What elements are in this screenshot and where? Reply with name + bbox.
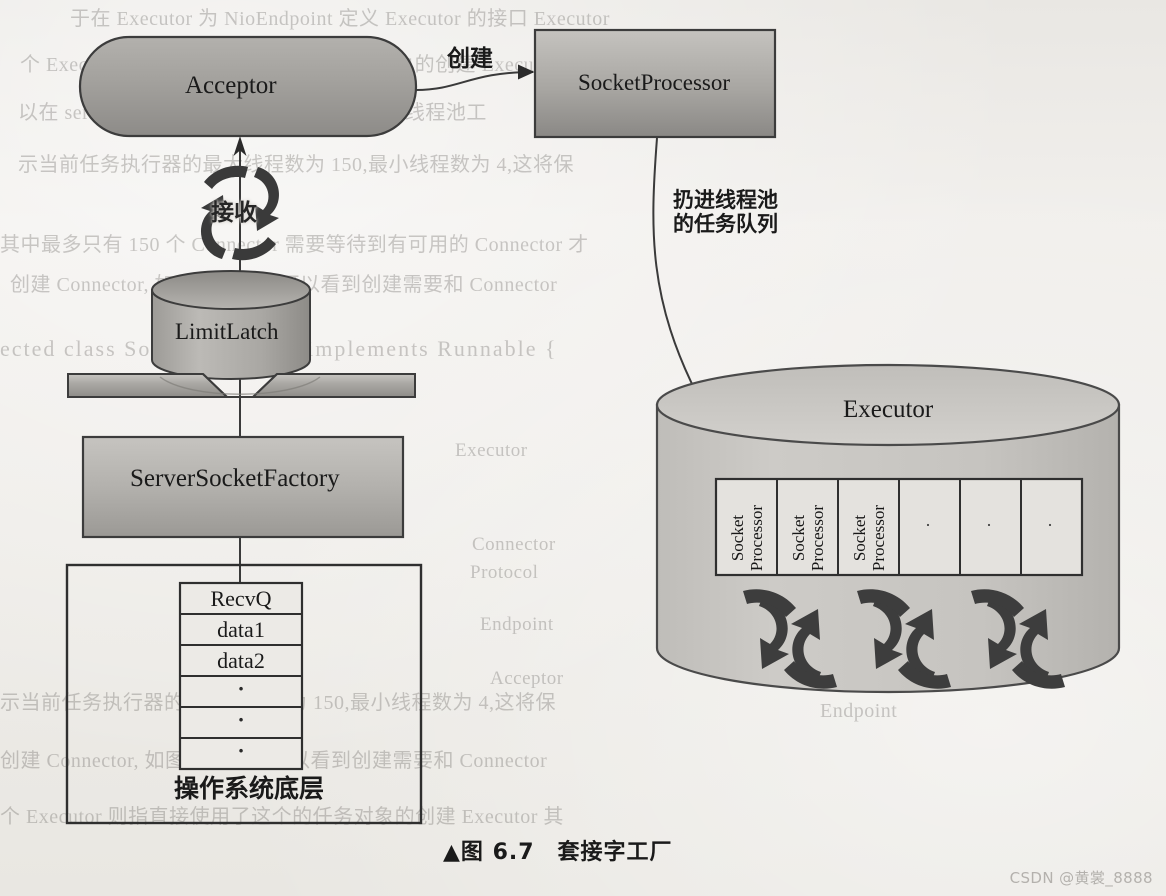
caption-text: 图 6.7 套接字工厂 — [460, 840, 673, 865]
recv-queue-row-3: · — [237, 707, 245, 732]
node-socket-processor[interactable] — [533, 28, 777, 139]
node-label-os-layer: 操作系统底层 — [174, 774, 325, 803]
edge-label-throw-line1: 扔进线程池 — [673, 188, 778, 212]
recv-queue-row-0: data1 — [217, 617, 265, 642]
recv-queue-table[interactable] — [178, 581, 304, 771]
executor-queue-cell-0[interactable]: Socket Processor — [728, 490, 766, 586]
edge-label-throw-line2: 的任务队列 — [673, 212, 778, 237]
node-os-layer[interactable] — [65, 563, 423, 825]
edge-create — [415, 64, 535, 91]
executor-queue-cell-2[interactable]: Socket Processor — [850, 490, 888, 586]
node-label-limit-latch: LimitLatch — [175, 319, 279, 344]
limit-latch-bar — [67, 373, 416, 398]
worker-recycle-icon-3 — [971, 589, 1065, 689]
node-label-server-socket-factory: ServerSocketFactory — [130, 465, 340, 492]
node-label-acceptor: Acceptor — [185, 72, 277, 99]
recv-queue-row-1: data2 — [217, 648, 265, 673]
recycle-arrows-icon — [200, 165, 280, 261]
node-label-executor: Executor — [843, 396, 934, 423]
node-label-socket-processor: SocketProcessor — [578, 70, 731, 95]
executor-queue-cell-0-line1: Socket — [727, 514, 747, 562]
recv-queue-row-4: · — [237, 738, 245, 763]
executor-queue-cell-0-line2: Processor — [747, 504, 766, 572]
executor-queue-grid[interactable] — [714, 477, 1084, 577]
executor-queue-cell-2-line1: Socket — [849, 514, 869, 562]
executor-queue-cell-2-line2: Processor — [869, 504, 888, 572]
worker-recycle-icon-1 — [743, 589, 837, 689]
executor-queue-cell-3[interactable]: · — [925, 515, 931, 535]
executor-queue-cell-1[interactable]: Socket Processor — [789, 490, 827, 586]
executor-queue-cell-1-line1: Socket — [788, 514, 808, 562]
caption-marker-icon: ▲ — [443, 840, 461, 865]
recv-queue-row-2: · — [237, 676, 245, 701]
worker-recycle-icon-2 — [857, 589, 951, 689]
recv-queue-header: RecvQ — [210, 586, 272, 611]
edge-label-throw-to-pool: 扔进线程池 的任务队列 — [673, 188, 778, 236]
edge-label-receive: 接收 — [211, 200, 257, 226]
figure-caption: ▲图 6.7 套接字工厂 — [443, 840, 673, 865]
executor-queue-cell-5[interactable]: · — [1047, 515, 1053, 535]
node-server-socket-factory[interactable] — [81, 435, 405, 539]
edge-label-create: 创建 — [447, 46, 493, 72]
executor-queue-cell-1-line2: Processor — [808, 504, 827, 572]
node-limit-latch[interactable] — [151, 270, 311, 380]
watermark: CSDN @黄裳_8888 — [1009, 869, 1153, 887]
executor-queue-cell-4[interactable]: · — [986, 515, 992, 535]
node-acceptor[interactable] — [78, 35, 418, 138]
